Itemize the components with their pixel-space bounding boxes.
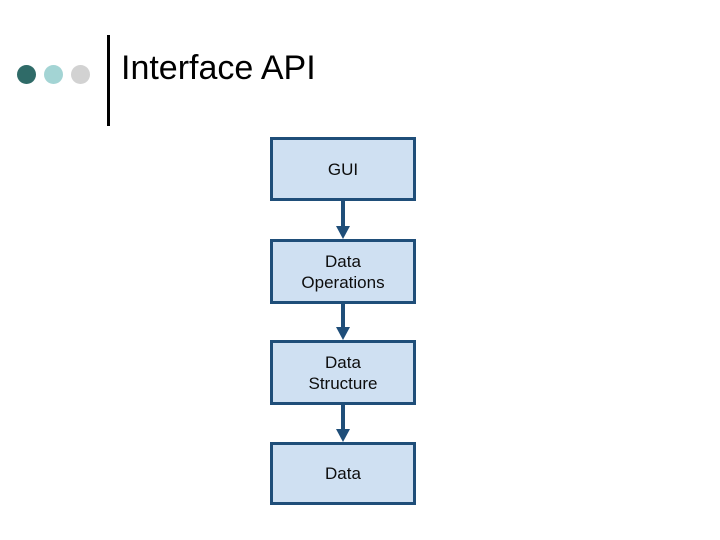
arrow-shaft bbox=[341, 304, 345, 327]
page-title: Interface API bbox=[121, 49, 316, 87]
flow-node-gui[interactable]: GUI bbox=[270, 137, 416, 201]
flow-node-gui-label: GUI bbox=[327, 159, 359, 179]
flow-node-data[interactable]: Data bbox=[270, 442, 416, 505]
title-bullet-dot-1 bbox=[17, 65, 36, 84]
arrow-head-down-icon bbox=[336, 429, 350, 442]
arrow-shaft bbox=[341, 201, 345, 226]
slide-title-area: Interface API bbox=[0, 0, 720, 130]
flow-node-data-operations-label: Data Operations bbox=[301, 251, 385, 292]
flow-arrow-gui-to-data-operations bbox=[336, 201, 350, 239]
flow-node-data-structure[interactable]: Data Structure bbox=[270, 340, 416, 405]
flow-node-data-label: Data bbox=[325, 464, 361, 483]
title-divider-bar bbox=[107, 35, 110, 126]
arrow-head-down-icon bbox=[336, 327, 350, 340]
title-bullet-dot-2 bbox=[44, 65, 63, 84]
flow-arrow-data-operations-to-data-structure bbox=[336, 304, 350, 340]
flow-node-data-structure-label: Data Structure bbox=[308, 352, 378, 393]
arrow-shaft bbox=[341, 405, 345, 429]
title-bullet-dot-3 bbox=[71, 65, 90, 84]
flow-node-data-operations[interactable]: Data Operations bbox=[270, 239, 416, 304]
flow-arrow-data-structure-to-data bbox=[336, 405, 350, 442]
arrow-head-down-icon bbox=[336, 226, 350, 239]
